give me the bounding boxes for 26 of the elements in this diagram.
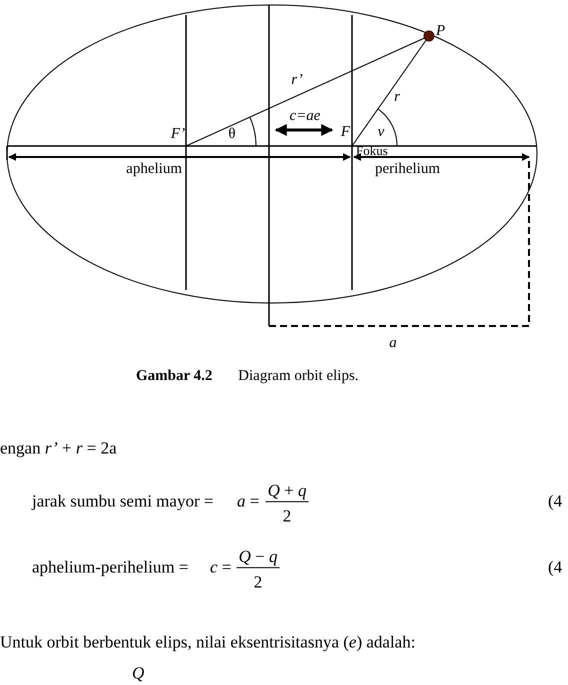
math-formula: c = bbox=[210, 558, 232, 578]
focus-label: Fokus bbox=[356, 144, 388, 158]
body-text: aphelium-perihelium = bbox=[32, 558, 188, 578]
equation-number: (4 bbox=[548, 492, 562, 512]
fraction-numerator: Q + q bbox=[266, 482, 308, 502]
line-label: r’ bbox=[291, 72, 303, 88]
dimension-label: aphelium bbox=[126, 160, 182, 178]
equation-number: (4 bbox=[548, 558, 562, 578]
angle-label: ν bbox=[378, 124, 384, 140]
fraction-numerator: Q − q bbox=[236, 548, 280, 568]
dimension-label: c=ae bbox=[290, 108, 320, 124]
dimension-label: perihelium bbox=[375, 160, 440, 178]
point-label: P bbox=[436, 22, 446, 40]
fraction-denominator: 2 bbox=[282, 508, 292, 526]
body-text: jarak sumbu semi mayor = bbox=[32, 492, 214, 512]
math-formula: a = bbox=[237, 492, 260, 512]
focus-label: F bbox=[340, 124, 350, 140]
line-label: r bbox=[394, 88, 400, 106]
angle-label: θ bbox=[228, 126, 236, 142]
dimension-label: a bbox=[389, 334, 397, 352]
figure-caption: Gambar 4.2 Diagram orbit elips. bbox=[136, 368, 359, 384]
focus-label: F’ bbox=[170, 126, 186, 142]
math-formula: Q bbox=[132, 664, 144, 684]
fraction-denominator: 2 bbox=[254, 574, 262, 592]
body-text: engan r’ + r = 2a bbox=[0, 440, 117, 458]
body-text: Untuk orbit berbentuk elips, nilai eksentrisitasnya (e) adalah: bbox=[0, 634, 416, 652]
